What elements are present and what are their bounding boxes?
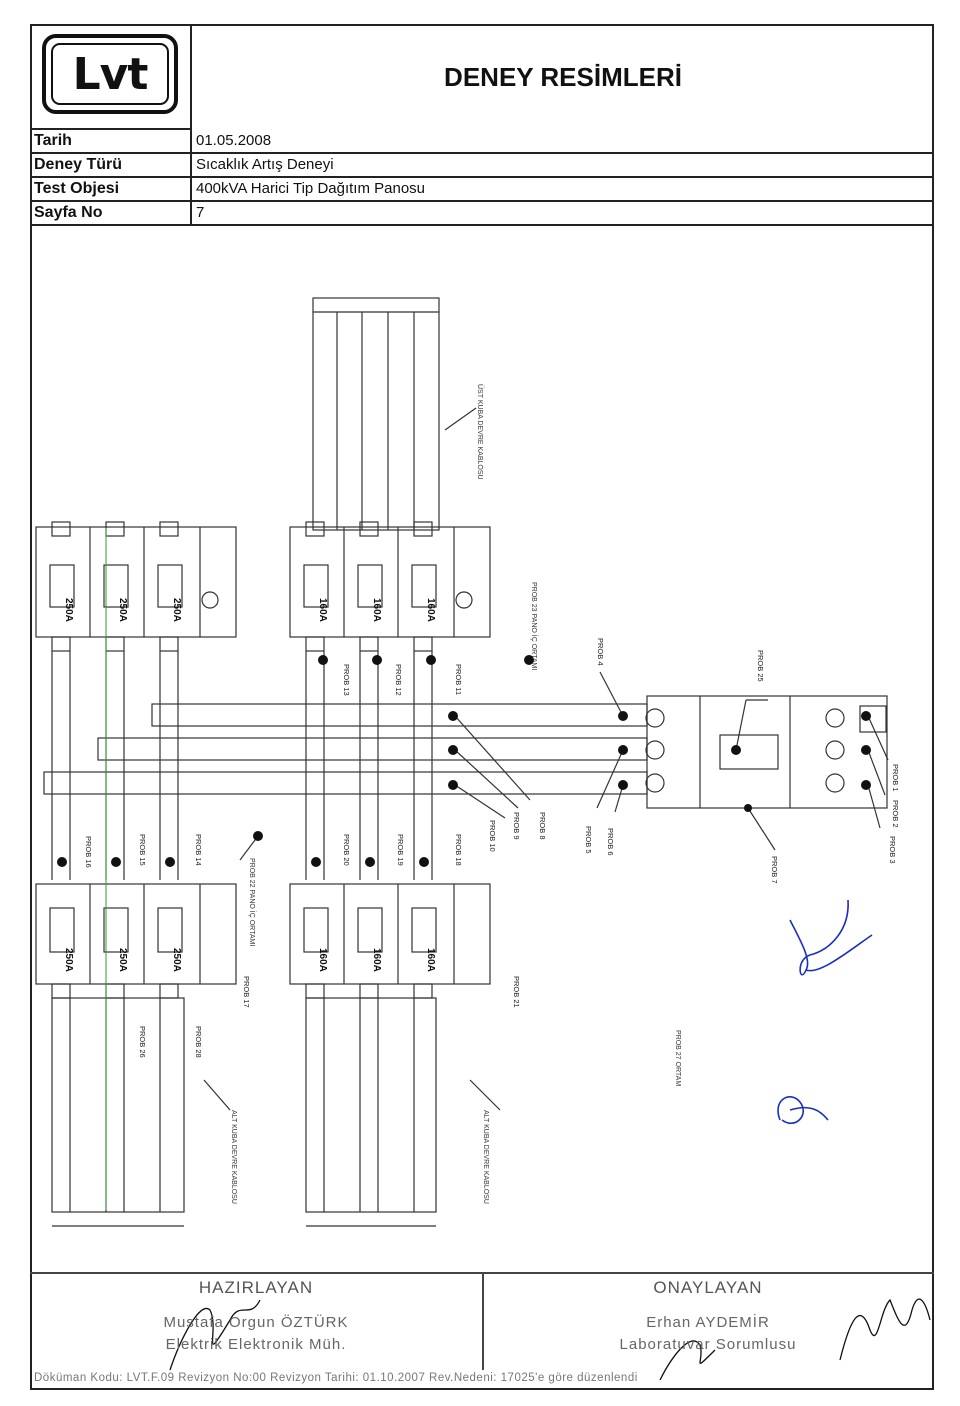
probe-label-4: PROB 4	[596, 638, 605, 666]
probe-label-8: PROB 8	[538, 812, 547, 840]
info-row-date: Tarih 01.05.2008	[30, 130, 934, 154]
probe-label-21: PROB 21	[512, 976, 521, 1008]
approval-signature-graphic	[777, 899, 873, 1125]
breaker-top-2-label: 250A	[117, 598, 128, 622]
prepared-heading: HAZIRLAYAN	[198, 1278, 314, 1297]
note-probe-22: PROB 22 PANO İÇ ORTAMI	[248, 858, 257, 946]
info-value: 7	[196, 204, 205, 221]
breaker-bottom-4-label: 160A	[317, 948, 328, 972]
company-logo: Lvt	[42, 34, 178, 114]
probe-label-2: PROB 2	[891, 800, 900, 828]
breaker-bottom-3-label: 250A	[171, 948, 182, 972]
probe-label-28: PROB 28	[194, 1026, 203, 1058]
probe-label-25: PROB 25	[756, 650, 765, 682]
info-value: 01.05.2008	[196, 132, 272, 149]
probe-label-5: PROB 5	[584, 826, 593, 854]
logo-text: Lvt	[72, 48, 149, 100]
page-title: DENEY RESİMLERİ	[444, 61, 682, 92]
breaker-bottom-2-label: 250A	[117, 948, 128, 972]
probe-label-20: PROB 20	[342, 834, 351, 866]
probe-label-11: PROB 11	[454, 664, 463, 695]
info-label: Tarih	[30, 130, 192, 152]
logo-cell: Lvt	[30, 24, 192, 130]
info-label: Test Objesi	[30, 178, 192, 200]
approved-title: Laboratuvar Sorumlusu	[619, 1336, 797, 1353]
probe-label-6: PROB 6	[606, 828, 615, 856]
info-value: 400kVA Harici Tip Dağıtım Panosu	[196, 180, 425, 197]
info-label: Deney Türü	[30, 154, 192, 176]
signature-block: HAZIRLAYAN Mustafa Orgun ÖZTÜRK Elektrik…	[30, 1272, 934, 1370]
handwritten-signatures	[169, 1298, 931, 1381]
probe-label-7: PROB 7	[770, 856, 779, 884]
probe-label-1: PROB 1	[891, 764, 900, 792]
breaker-bottom-5-label: 160A	[371, 948, 382, 972]
document-code: Döküman Kodu: LVT.F.09 Revizyon No:00 Re…	[34, 1372, 638, 1384]
approved-name: Erhan AYDEMİR	[646, 1314, 770, 1331]
info-row-test-type: Deney Türü Sıcaklık Artış Deneyi	[30, 154, 934, 178]
prepared-title: Elektrik Elektronik Müh.	[165, 1336, 347, 1353]
note-bottom-cable-left: ALT KUBA DEVRE KABLOSU	[230, 1110, 237, 1204]
probe-label-16: PROB 16	[84, 836, 93, 868]
document-sheet	[30, 24, 934, 1390]
note-top-cable: ÜST KUBA DEVRE KABLOSU	[476, 384, 484, 480]
probe-label-9: PROB 9	[512, 812, 521, 840]
approved-heading: ONAYLAYAN	[653, 1278, 763, 1297]
top-cable-bundle	[312, 297, 440, 531]
info-label: Sayfa No	[30, 202, 192, 224]
probe-label-19: PROB 19	[396, 834, 405, 866]
info-row-test-object: Test Objesi 400kVA Harici Tip Dağıtım Pa…	[30, 178, 934, 202]
prepared-by-section: HAZIRLAYAN Mustafa Orgun ÖZTÜRK Elektrik…	[30, 1274, 484, 1370]
probe-label-10: PROB 10	[488, 820, 497, 852]
probe-label-18: PROB 18	[454, 834, 463, 866]
probe-label-3: PROB 3	[888, 836, 897, 864]
probe-label-15: PROB 15	[138, 834, 147, 866]
info-value: Sıcaklık Artış Deneyi	[196, 156, 334, 173]
breaker-top-1-label: 250A	[63, 598, 74, 622]
prepared-name: Mustafa Orgun ÖZTÜRK	[163, 1314, 349, 1331]
note-probe-23: PROB 23 PANO İÇ ORTAMI	[530, 582, 539, 670]
probe-label-13: PROB 13	[342, 664, 351, 696]
approved-by-section: ONAYLAYAN Erhan AYDEMİR Laboratuvar Soru…	[482, 1274, 934, 1370]
breaker-top-3-label: 250A	[171, 598, 182, 622]
probe-label-14: PROB 14	[194, 834, 203, 866]
breaker-top-5-label: 160A	[371, 598, 382, 622]
probe-label-12: PROB 12	[394, 664, 403, 696]
probe-label-17: PROB 17	[242, 976, 251, 1008]
info-row-page-no: Sayfa No 7	[30, 202, 934, 226]
breaker-top-4-label: 160A	[317, 598, 328, 622]
breaker-bottom-1-label: 250A	[63, 948, 74, 972]
note-bottom-cable-right: ALT KUBA DEVRE KABLOSU	[482, 1110, 489, 1204]
breaker-bottom-6-label: 160A	[425, 948, 436, 972]
probe-label-26: PROB 26	[138, 1026, 147, 1058]
breaker-top-6-label: 160A	[425, 598, 436, 622]
note-probe-27: PROB 27 ORTAM	[674, 1030, 681, 1086]
